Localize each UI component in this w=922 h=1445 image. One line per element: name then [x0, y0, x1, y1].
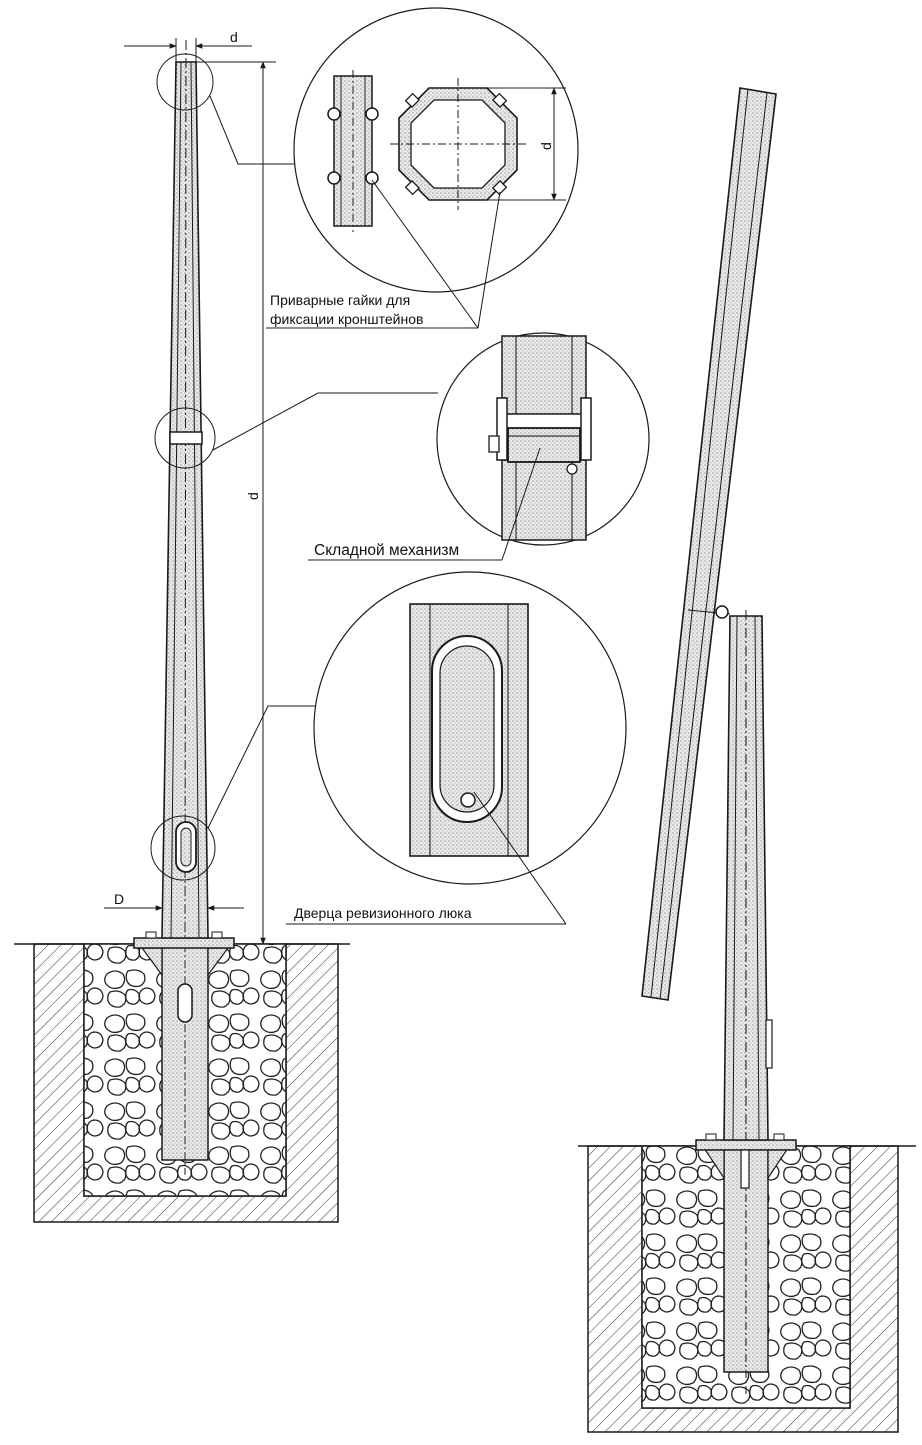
dimension-height: d [196, 61, 276, 945]
dimension-d-top-label: d [230, 29, 238, 45]
label-folding-mechanism: Складной механизм [314, 542, 459, 559]
right-pole-lower [723, 610, 773, 1141]
right-foundation [578, 1133, 916, 1433]
dimension-d-octagon-label: d [538, 142, 554, 150]
detail-folding-mechanism [308, 332, 650, 561]
detail-welded-nuts: d [266, 7, 579, 329]
dimension-height-label: d [245, 492, 261, 500]
left-foundation [14, 931, 350, 1223]
leader-lines [207, 95, 438, 829]
label-welded-nuts-line2: фиксации кронштейнов [270, 311, 423, 327]
label-welded-nuts-line1: Приварные гайки для [270, 292, 410, 308]
detail-service-door [286, 571, 627, 925]
right-pole-upper-tilted [641, 87, 777, 1001]
label-service-door: Дверца ревизионного люка [294, 905, 472, 921]
dimension-d-top: d [124, 29, 252, 62]
dimension-D-label: D [114, 891, 124, 907]
dimension-D-base: D [104, 891, 244, 911]
left-pole [150, 39, 216, 939]
